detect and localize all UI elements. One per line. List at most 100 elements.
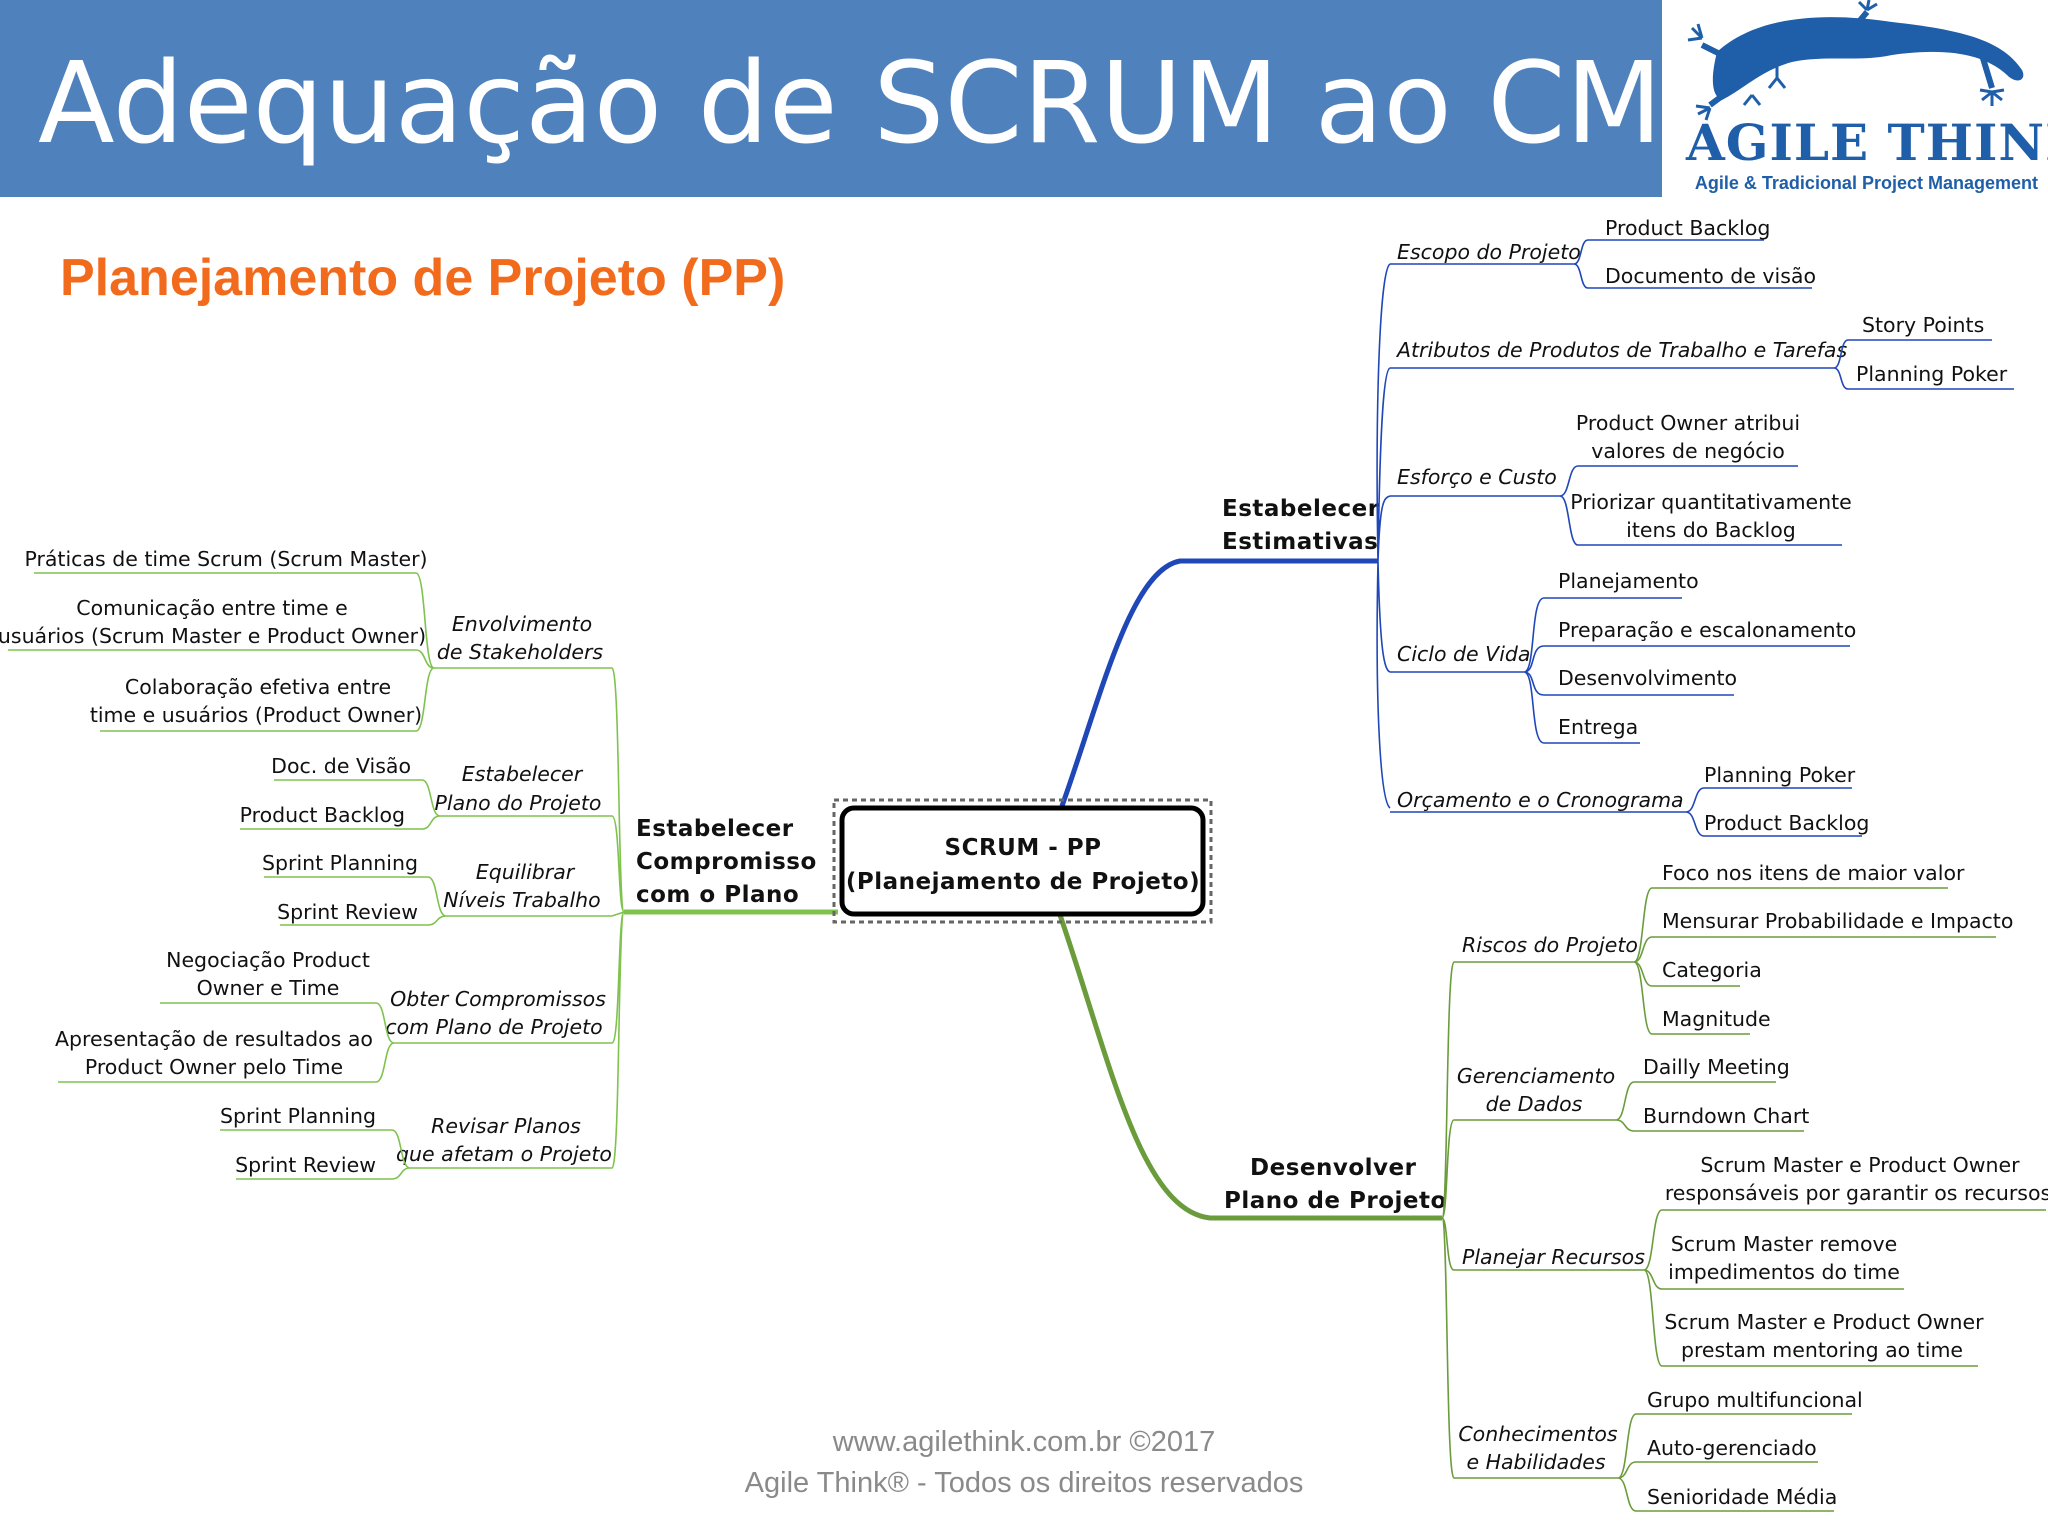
leaf-colaboracao: time e usuários (Product Owner) [90, 703, 422, 727]
leaf-sm-po-recursos: Scrum Master e Product Owner [1700, 1153, 2020, 1177]
leaf-product-backlog-3: Product Backlog [240, 803, 405, 827]
node-envolvimento: Envolvimento [452, 612, 592, 636]
leaf-story-points: Story Points [1862, 313, 1984, 337]
leaf-apresentacao: Apresentação de resultados ao [55, 1027, 373, 1051]
underline-conhecimentos [1454, 1413, 1852, 1512]
center-node-halo [832, 798, 1213, 924]
node-dados: Gerenciamento [1457, 1064, 1615, 1088]
node-conhecimentos: Conhecimentos [1458, 1422, 1618, 1446]
trunk-desenvolver [1441, 961, 1455, 1479]
leaf-priorizar: itens do Backlog [1626, 518, 1796, 542]
node-obter: com Plano de Projeto [385, 1015, 602, 1039]
leaf-negociacao: Negociação Product [166, 948, 370, 972]
node-recursos: Planejar Recursos [1462, 1245, 1645, 1269]
underline-equilibrar [264, 876, 612, 926]
underline-riscos [1454, 887, 1996, 1035]
node-orcamento: Orçamento e o Cronograma [1397, 788, 1684, 812]
leaf-mensurar: Mensurar Probabilidade e Impacto [1662, 909, 2013, 933]
branch-label-compromisso: Estabelecer [636, 816, 794, 842]
leaf-sprint-review: Sprint Review [277, 900, 418, 924]
node-revisar: que afetam o Projeto [396, 1142, 612, 1166]
center-node [839, 805, 1206, 917]
underline-obter [58, 1002, 612, 1083]
node-plano: Plano do Projeto [435, 791, 602, 815]
trunk-estimativas [1376, 263, 1391, 809]
node-ciclo: Ciclo de Vida [1397, 642, 1530, 666]
leaf-comunicacao: usuários (Scrum Master e Product Owner) [0, 624, 426, 648]
leaf-planning-poker-2: Planning Poker [1704, 763, 1856, 787]
leaf-sm-po-recursos: responsáveis por garantir os recursos [1665, 1181, 2048, 1205]
leaf-entrega: Entrega [1558, 715, 1638, 739]
leaf-desenvolvimento: Desenvolvimento [1558, 666, 1737, 690]
leaf-colaboracao: Colaboração efetiva entre [125, 675, 391, 699]
underline-escopo [1390, 239, 1812, 289]
connector-center-desenvolver [1057, 914, 1442, 1221]
node-escopo: Escopo do Projeto [1397, 240, 1581, 264]
connector-center-estimativas [1059, 558, 1378, 807]
underline-plano [240, 779, 612, 830]
leaf-preparacao: Preparação e escalonamento [1558, 618, 1856, 642]
underline-dados [1454, 1081, 1804, 1132]
leaf-product-backlog: Product Backlog [1605, 216, 1770, 240]
leaf-doc-visao: Doc. de Visão [271, 754, 411, 778]
branch-label-desenvolver: Plano de Projeto [1224, 1188, 1447, 1214]
agile-think-logo: AGILE THINK Agile & Tradicional Project … [1662, 0, 2048, 197]
underline-envolvimento [8, 572, 612, 732]
leaf-magnitude: Magnitude [1662, 1007, 1771, 1031]
center-node-title: SCRUM - PP [945, 835, 1102, 861]
leaf-categoria: Categoria [1662, 958, 1762, 982]
leaf-sprint-planning-2: Sprint Planning [220, 1104, 376, 1128]
branch-label-compromisso: Compromisso [636, 849, 817, 875]
node-atributos: Atributos de Produtos de Trabalho e Tare… [1395, 338, 1847, 362]
underline-recursos [1454, 1209, 2046, 1367]
leaf-negociacao: Owner e Time [197, 976, 340, 1000]
leaf-planning-poker: Planning Poker [1856, 362, 2008, 386]
leaf-sprint-planning: Sprint Planning [262, 851, 418, 875]
leaf-senioridade: Senioridade Média [1647, 1485, 1837, 1509]
underline-esforco [1390, 465, 1842, 546]
node-conhecimentos: e Habilidades [1466, 1450, 1605, 1474]
leaf-burndown: Burndown Chart [1643, 1104, 1809, 1128]
leaf-apresentacao: Product Owner pelo Time [85, 1055, 343, 1079]
section-subtitle: Planejamento de Projeto (PP) [60, 249, 786, 307]
center-node-subtitle: (Planejamento de Projeto) [846, 869, 1200, 895]
underline-atributos [1390, 339, 2014, 390]
branch-label-desenvolver: Desenvolver [1250, 1155, 1417, 1181]
trunk-compromisso [611, 667, 625, 1169]
leaf-foco: Foco nos itens de maior valor [1662, 861, 1965, 885]
leaf-sm-remove: impedimentos do time [1668, 1260, 1900, 1284]
node-envolvimento: de Stakeholders [437, 640, 604, 664]
leaf-sprint-review-2: Sprint Review [235, 1153, 376, 1177]
logo-text: AGILE THINK [1686, 113, 2048, 172]
leaf-priorizar: Priorizar quantitativamente [1570, 490, 1852, 514]
leaf-po-atribui: Product Owner atribui [1576, 411, 1800, 435]
underline-revisar [220, 1129, 612, 1180]
leaf-sm-po-mentoring: prestam mentoring ao time [1681, 1338, 1963, 1362]
leaf-planejamento: Planejamento [1558, 569, 1699, 593]
leaf-sm-remove: Scrum Master remove [1671, 1232, 1898, 1256]
node-equilibrar: Equilibrar [476, 860, 576, 884]
underline-ciclo [1390, 597, 1850, 744]
title-banner: Adequação de SCRUM ao CMMI [0, 0, 1792, 197]
branch-label-compromisso: com o Plano [636, 882, 799, 908]
leaf-dailly-meeting: Dailly Meeting [1643, 1055, 1790, 1079]
leaf-comunicacao: Comunicação entre time e [76, 596, 347, 620]
logo-subtext: Agile & Tradicional Project Management [1694, 173, 2038, 193]
branch-label-estimativas: Estabelecer [1222, 496, 1380, 522]
leaf-product-backlog-2: Product Backlog [1704, 811, 1869, 835]
leaf-praticas: Práticas de time Scrum (Scrum Master) [24, 547, 427, 571]
leaf-documento-visao: Documento de visão [1605, 264, 1816, 288]
leaf-sm-po-mentoring: Scrum Master e Product Owner [1664, 1310, 1984, 1334]
footer: www.agilethink.com.br ©2017 Agile Think®… [0, 1422, 2048, 1504]
leaf-auto: Auto-gerenciado [1647, 1436, 1817, 1460]
leaf-grupo: Grupo multifuncional [1647, 1388, 1863, 1412]
node-riscos: Riscos do Projeto [1462, 933, 1638, 957]
leaf-po-atribui: valores de negócio [1591, 439, 1785, 463]
node-plano: Estabelecer [462, 762, 584, 786]
node-obter: Obter Compromissos [390, 987, 606, 1011]
node-equilibrar: Níveis Trabalho [443, 888, 600, 912]
slide-title: Adequação de SCRUM ao CMMI [38, 39, 1792, 169]
footer-copyright: Agile Think® - Todos os direitos reserva… [744, 1467, 1304, 1499]
gecko-icon [1687, 0, 2024, 121]
